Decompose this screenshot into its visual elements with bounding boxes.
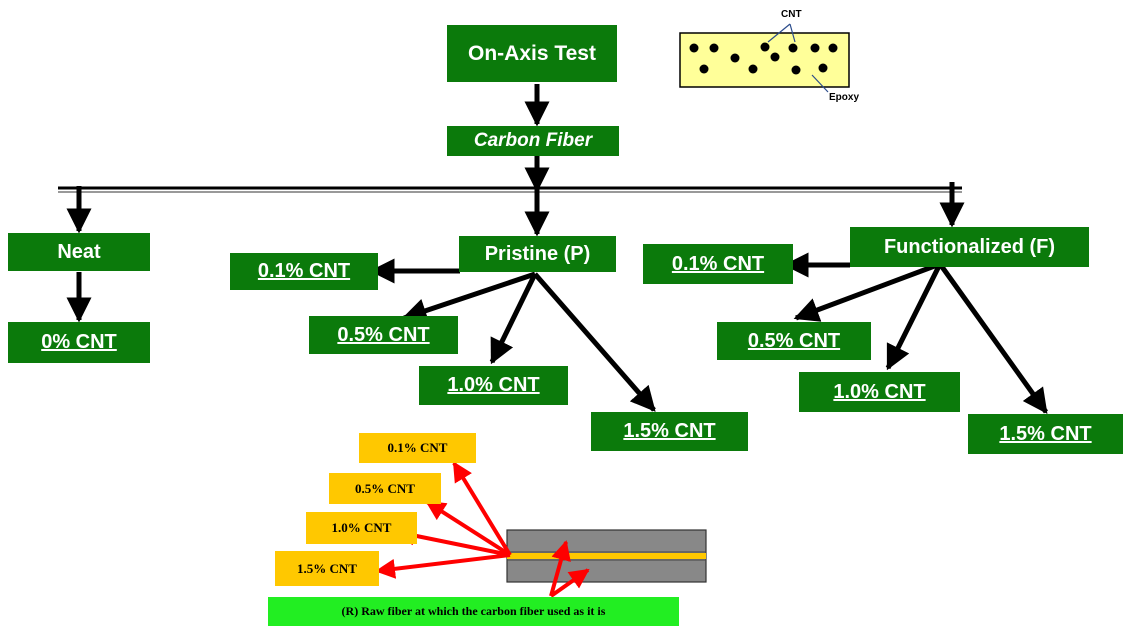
fiber-cnt-1.5: 1.5% CNT <box>275 551 379 586</box>
epoxy-matrix <box>679 32 850 88</box>
neat-box: Neat <box>8 233 150 271</box>
fiber-cnt-0.1: 0.1% CNT <box>359 433 476 463</box>
functionalized-cnt-1.0: 1.0% CNT <box>799 372 960 412</box>
pristine-cnt-0.5: 0.5% CNT <box>309 316 458 354</box>
functionalized-box: Functionalized (F) <box>850 227 1089 267</box>
arrow-p-10 <box>489 272 538 365</box>
arrow-f-15 <box>937 262 1049 415</box>
cnt-label: CNT <box>781 9 802 20</box>
fiber-cnt-0.5: 0.5% CNT <box>329 473 441 504</box>
inset-pointers <box>767 23 829 93</box>
arrow-f-10 <box>885 262 943 371</box>
arrow-p-15 <box>533 272 656 412</box>
arrow-p-05 <box>401 271 536 323</box>
pristine-cnt-1.5: 1.5% CNT <box>591 412 748 451</box>
subtitle-box: Carbon Fiber <box>447 126 619 156</box>
functionalized-cnt-1.5: 1.5% CNT <box>968 414 1123 454</box>
functionalized-cnt-0.5: 0.5% CNT <box>717 322 871 360</box>
raw-fiber-note: (R) Raw fiber at which the carbon fiber … <box>268 597 679 626</box>
fiber-cnt-1.0: 1.0% CNT <box>306 512 417 544</box>
arrow-f-05 <box>793 261 941 322</box>
pristine-cnt-1.0: 1.0% CNT <box>419 366 568 405</box>
pristine-box: Pristine (P) <box>459 236 616 272</box>
fiber-core <box>507 553 706 559</box>
pristine-cnt-0.1: 0.1% CNT <box>230 253 378 290</box>
epoxy-label: Epoxy <box>829 92 860 103</box>
neat-0pct-box: 0% CNT <box>8 322 150 363</box>
cnt-dots <box>689 42 838 75</box>
title-box: On-Axis Test <box>447 25 617 82</box>
functionalized-cnt-0.1: 0.1% CNT <box>643 244 793 284</box>
